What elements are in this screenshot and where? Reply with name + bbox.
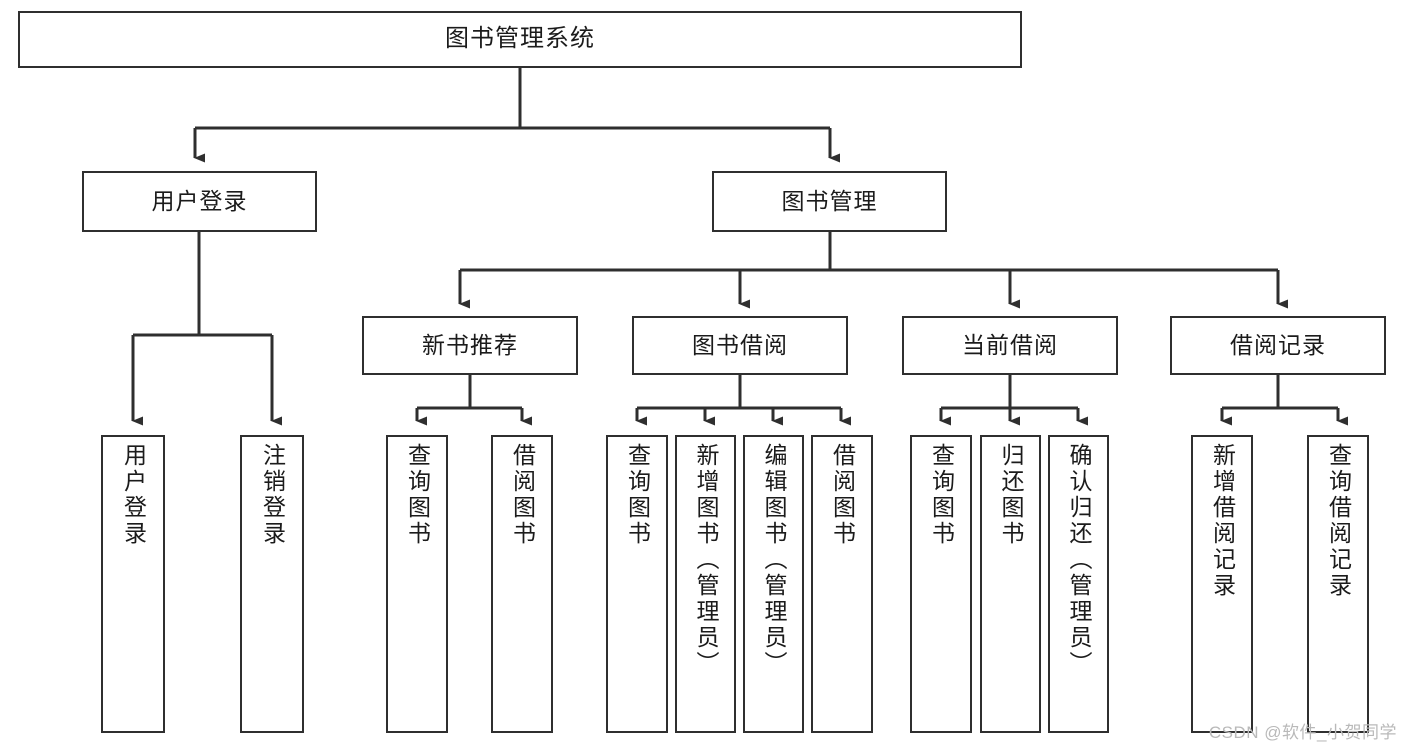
node-leaf-logout-label: 注销登录 bbox=[259, 443, 286, 547]
node-borrow-record[interactable]: 借阅记录 bbox=[1170, 316, 1386, 375]
node-leaf-query-book-2-label: 查询图书 bbox=[624, 443, 651, 547]
node-book-borrow-label: 图书借阅 bbox=[692, 331, 788, 358]
node-leaf-query-book-3[interactable]: 查询图书 bbox=[910, 435, 972, 733]
node-new-book-recommend[interactable]: 新书推荐 bbox=[362, 316, 578, 375]
node-book-management-label: 图书管理 bbox=[781, 187, 878, 214]
node-leaf-add-book-label: 新增图书（管理员） bbox=[693, 443, 719, 677]
node-user-login[interactable]: 用户登录 bbox=[82, 171, 317, 232]
node-leaf-query-record[interactable]: 查询借阅记录 bbox=[1307, 435, 1369, 733]
node-root[interactable]: 图书管理系统 bbox=[18, 11, 1022, 68]
node-borrow-record-label: 借阅记录 bbox=[1230, 331, 1326, 358]
node-leaf-add-record-label: 新增借阅记录 bbox=[1209, 443, 1236, 599]
node-leaf-query-book-1-label: 查询图书 bbox=[404, 443, 431, 547]
node-leaf-query-book-3-label: 查询图书 bbox=[928, 443, 955, 547]
node-leaf-confirm-return-label: 确认归还（管理员） bbox=[1066, 443, 1092, 677]
node-leaf-user-login[interactable]: 用户登录 bbox=[101, 435, 165, 733]
node-user-login-label: 用户登录 bbox=[151, 187, 248, 214]
node-current-borrow[interactable]: 当前借阅 bbox=[902, 316, 1118, 375]
node-leaf-edit-book[interactable]: 编辑图书（管理员） bbox=[743, 435, 804, 733]
node-leaf-logout[interactable]: 注销登录 bbox=[240, 435, 304, 733]
node-new-book-recommend-label: 新书推荐 bbox=[422, 331, 518, 358]
node-leaf-query-book-1[interactable]: 查询图书 bbox=[386, 435, 448, 733]
node-leaf-return-book[interactable]: 归还图书 bbox=[980, 435, 1041, 733]
node-book-borrow[interactable]: 图书借阅 bbox=[632, 316, 848, 375]
node-root-label: 图书管理系统 bbox=[445, 25, 595, 53]
node-leaf-add-book[interactable]: 新增图书（管理员） bbox=[675, 435, 736, 733]
node-leaf-borrow-book-1-label: 借阅图书 bbox=[509, 443, 536, 547]
node-leaf-edit-book-label: 编辑图书（管理员） bbox=[761, 443, 787, 677]
node-leaf-borrow-book-2-label: 借阅图书 bbox=[829, 443, 856, 547]
node-leaf-borrow-book-1[interactable]: 借阅图书 bbox=[491, 435, 553, 733]
node-leaf-return-book-label: 归还图书 bbox=[998, 443, 1024, 547]
node-leaf-confirm-return[interactable]: 确认归还（管理员） bbox=[1048, 435, 1109, 733]
node-book-management[interactable]: 图书管理 bbox=[712, 171, 947, 232]
watermark: CSDN @软件_小贺同学 bbox=[1208, 723, 1397, 742]
node-leaf-query-book-2[interactable]: 查询图书 bbox=[606, 435, 668, 733]
node-leaf-add-record[interactable]: 新增借阅记录 bbox=[1191, 435, 1253, 733]
node-leaf-user-login-label: 用户登录 bbox=[120, 443, 147, 547]
node-leaf-query-record-label: 查询借阅记录 bbox=[1325, 443, 1352, 599]
node-leaf-borrow-book-2[interactable]: 借阅图书 bbox=[811, 435, 873, 733]
node-current-borrow-label: 当前借阅 bbox=[962, 331, 1058, 358]
